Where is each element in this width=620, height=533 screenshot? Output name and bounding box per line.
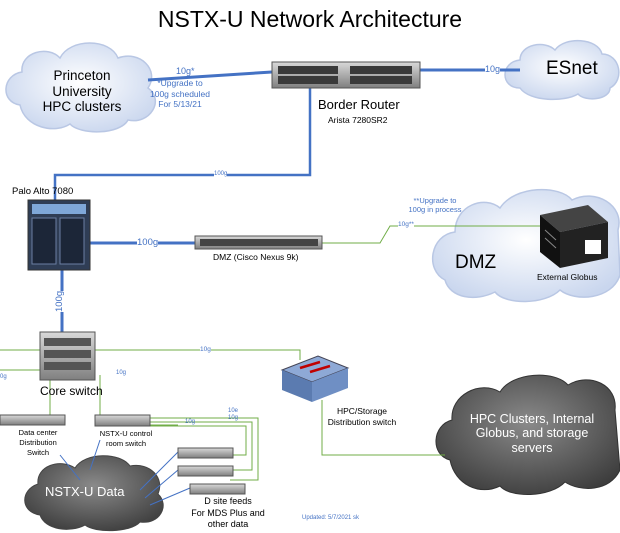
dsite-line-1: D site feeds: [204, 496, 252, 506]
hpc-storage-switch-device: [280, 355, 350, 402]
green-links: [0, 225, 540, 481]
hpc-cloud-label: HPC Clusters, Internal Globus, and stora…: [452, 412, 612, 455]
control-b-link: [150, 421, 253, 471]
control-a-link: [150, 417, 259, 481]
dmz-note-line-1: **Upgrade to: [413, 196, 457, 205]
control-c-link-speed: 10g: [185, 419, 196, 425]
princeton-note-line-3: For 5/13/21: [158, 99, 202, 110]
core-switch-device: [39, 331, 96, 381]
control-b-link-speed: 10g: [228, 415, 239, 421]
router-palo-link-speed: 100g: [214, 171, 228, 177]
dsite-label: D site feeds For MDS Plus and other data: [190, 496, 266, 531]
princeton-line-3: HPC clusters: [42, 99, 122, 115]
princeton-cloud-label: Princeton University HPC clusters: [22, 68, 142, 115]
palo-alto-device: [27, 199, 91, 271]
control-room-switch-device: [94, 414, 151, 427]
router-palo-link: [53, 88, 312, 200]
palo-core-link-speed: 100g: [54, 290, 65, 312]
dmz-globus-upgrade-note: **Upgrade to 100g in process: [395, 196, 475, 215]
dmz-globus-link: [322, 225, 540, 244]
dmz-label: DMZ: [455, 252, 497, 273]
hpc-storage-switch-label: HPC/Storage Distribution switch: [316, 406, 408, 429]
nstxu-data-label: NSTX-U Data: [45, 484, 125, 499]
esnet-cloud: [504, 39, 620, 101]
hpc-cloud: [435, 374, 620, 496]
dsite-line-3: other data: [207, 519, 249, 530]
core-switch-label: Core switch: [40, 384, 103, 398]
dc-switch-line-2: Distribution: [19, 437, 57, 447]
core-control-link-speed: 10g: [116, 370, 127, 376]
hpc-line-2: Globus, and storage: [475, 426, 589, 441]
control-a-link-speed: 10e: [228, 408, 239, 414]
princeton-note-line-1: *Upgrade to: [157, 78, 203, 88]
princeton-note-line-2: 100g scheduled: [149, 88, 211, 99]
control-switch-line-2: room switch: [105, 438, 146, 448]
core-hpc-link-speed: 10g: [200, 346, 211, 353]
princeton-upgrade-note: *Upgrade to 100g scheduled For 5/13/21: [140, 78, 220, 110]
diagram-title: NSTX-U Network Architecture: [157, 6, 463, 32]
princeton-cloud: [5, 42, 157, 133]
updated-note: Updated: 5/7/2021 sk: [302, 515, 360, 521]
hpc-line-1: HPC Clusters, Internal: [469, 412, 595, 426]
dmz-switch-label: DMZ (Cisco Nexus 9k): [213, 252, 299, 262]
princeton-line-1: Princeton: [53, 68, 111, 83]
border-router-model: Arista 7280SR2: [328, 115, 388, 125]
princeton-link-speed: 10g*: [176, 66, 195, 76]
control-room-switch-label: NSTX-U control room switch: [92, 429, 160, 449]
dc-switch-line-1: Data center: [18, 428, 58, 437]
palo-dmz-link-speed: 100g: [137, 237, 159, 248]
palo-alto-label: Palo Alto 7080: [12, 186, 74, 197]
princeton-line-2: University: [52, 83, 112, 99]
core-hpc-link: [95, 349, 301, 360]
external-globus-device: [540, 205, 608, 268]
dsite-switches: [177, 447, 246, 495]
blue-links: [53, 68, 520, 333]
datacenter-switch-device: [0, 414, 66, 426]
nstxu-data-cloud: [24, 455, 164, 532]
hpc-switch-line-2: Distribution switch: [327, 417, 397, 428]
border-router-label: Border Router: [318, 97, 400, 112]
princeton-router-link: [147, 70, 273, 82]
core-left-link-speed: 0g: [0, 374, 7, 380]
border-router-device: [271, 61, 421, 89]
dc-switch-line-3: Switch: [26, 447, 50, 457]
external-globus-label: External Globus: [537, 272, 598, 282]
hpc-switch-cloud-link: [321, 400, 445, 456]
esnet-link-speed: 10g: [485, 64, 501, 74]
control-c-link: [150, 425, 247, 456]
dmz-globus-link-speed: 10g**: [398, 221, 414, 228]
dsite-line-2: For MDS Plus and: [191, 507, 265, 518]
data-cloud-links: [59, 439, 191, 506]
control-switch-line-1: NSTX-U control: [99, 429, 153, 438]
esnet-label: ESnet: [546, 58, 598, 79]
datacenter-switch-label: Data center Distribution Switch: [2, 428, 74, 457]
dmz-switch-device: [194, 235, 323, 250]
hpc-line-3: servers: [511, 440, 553, 455]
dmz-note-line-2: 100g in process: [408, 205, 462, 215]
hpc-switch-line-1: HPC/Storage: [336, 406, 388, 416]
